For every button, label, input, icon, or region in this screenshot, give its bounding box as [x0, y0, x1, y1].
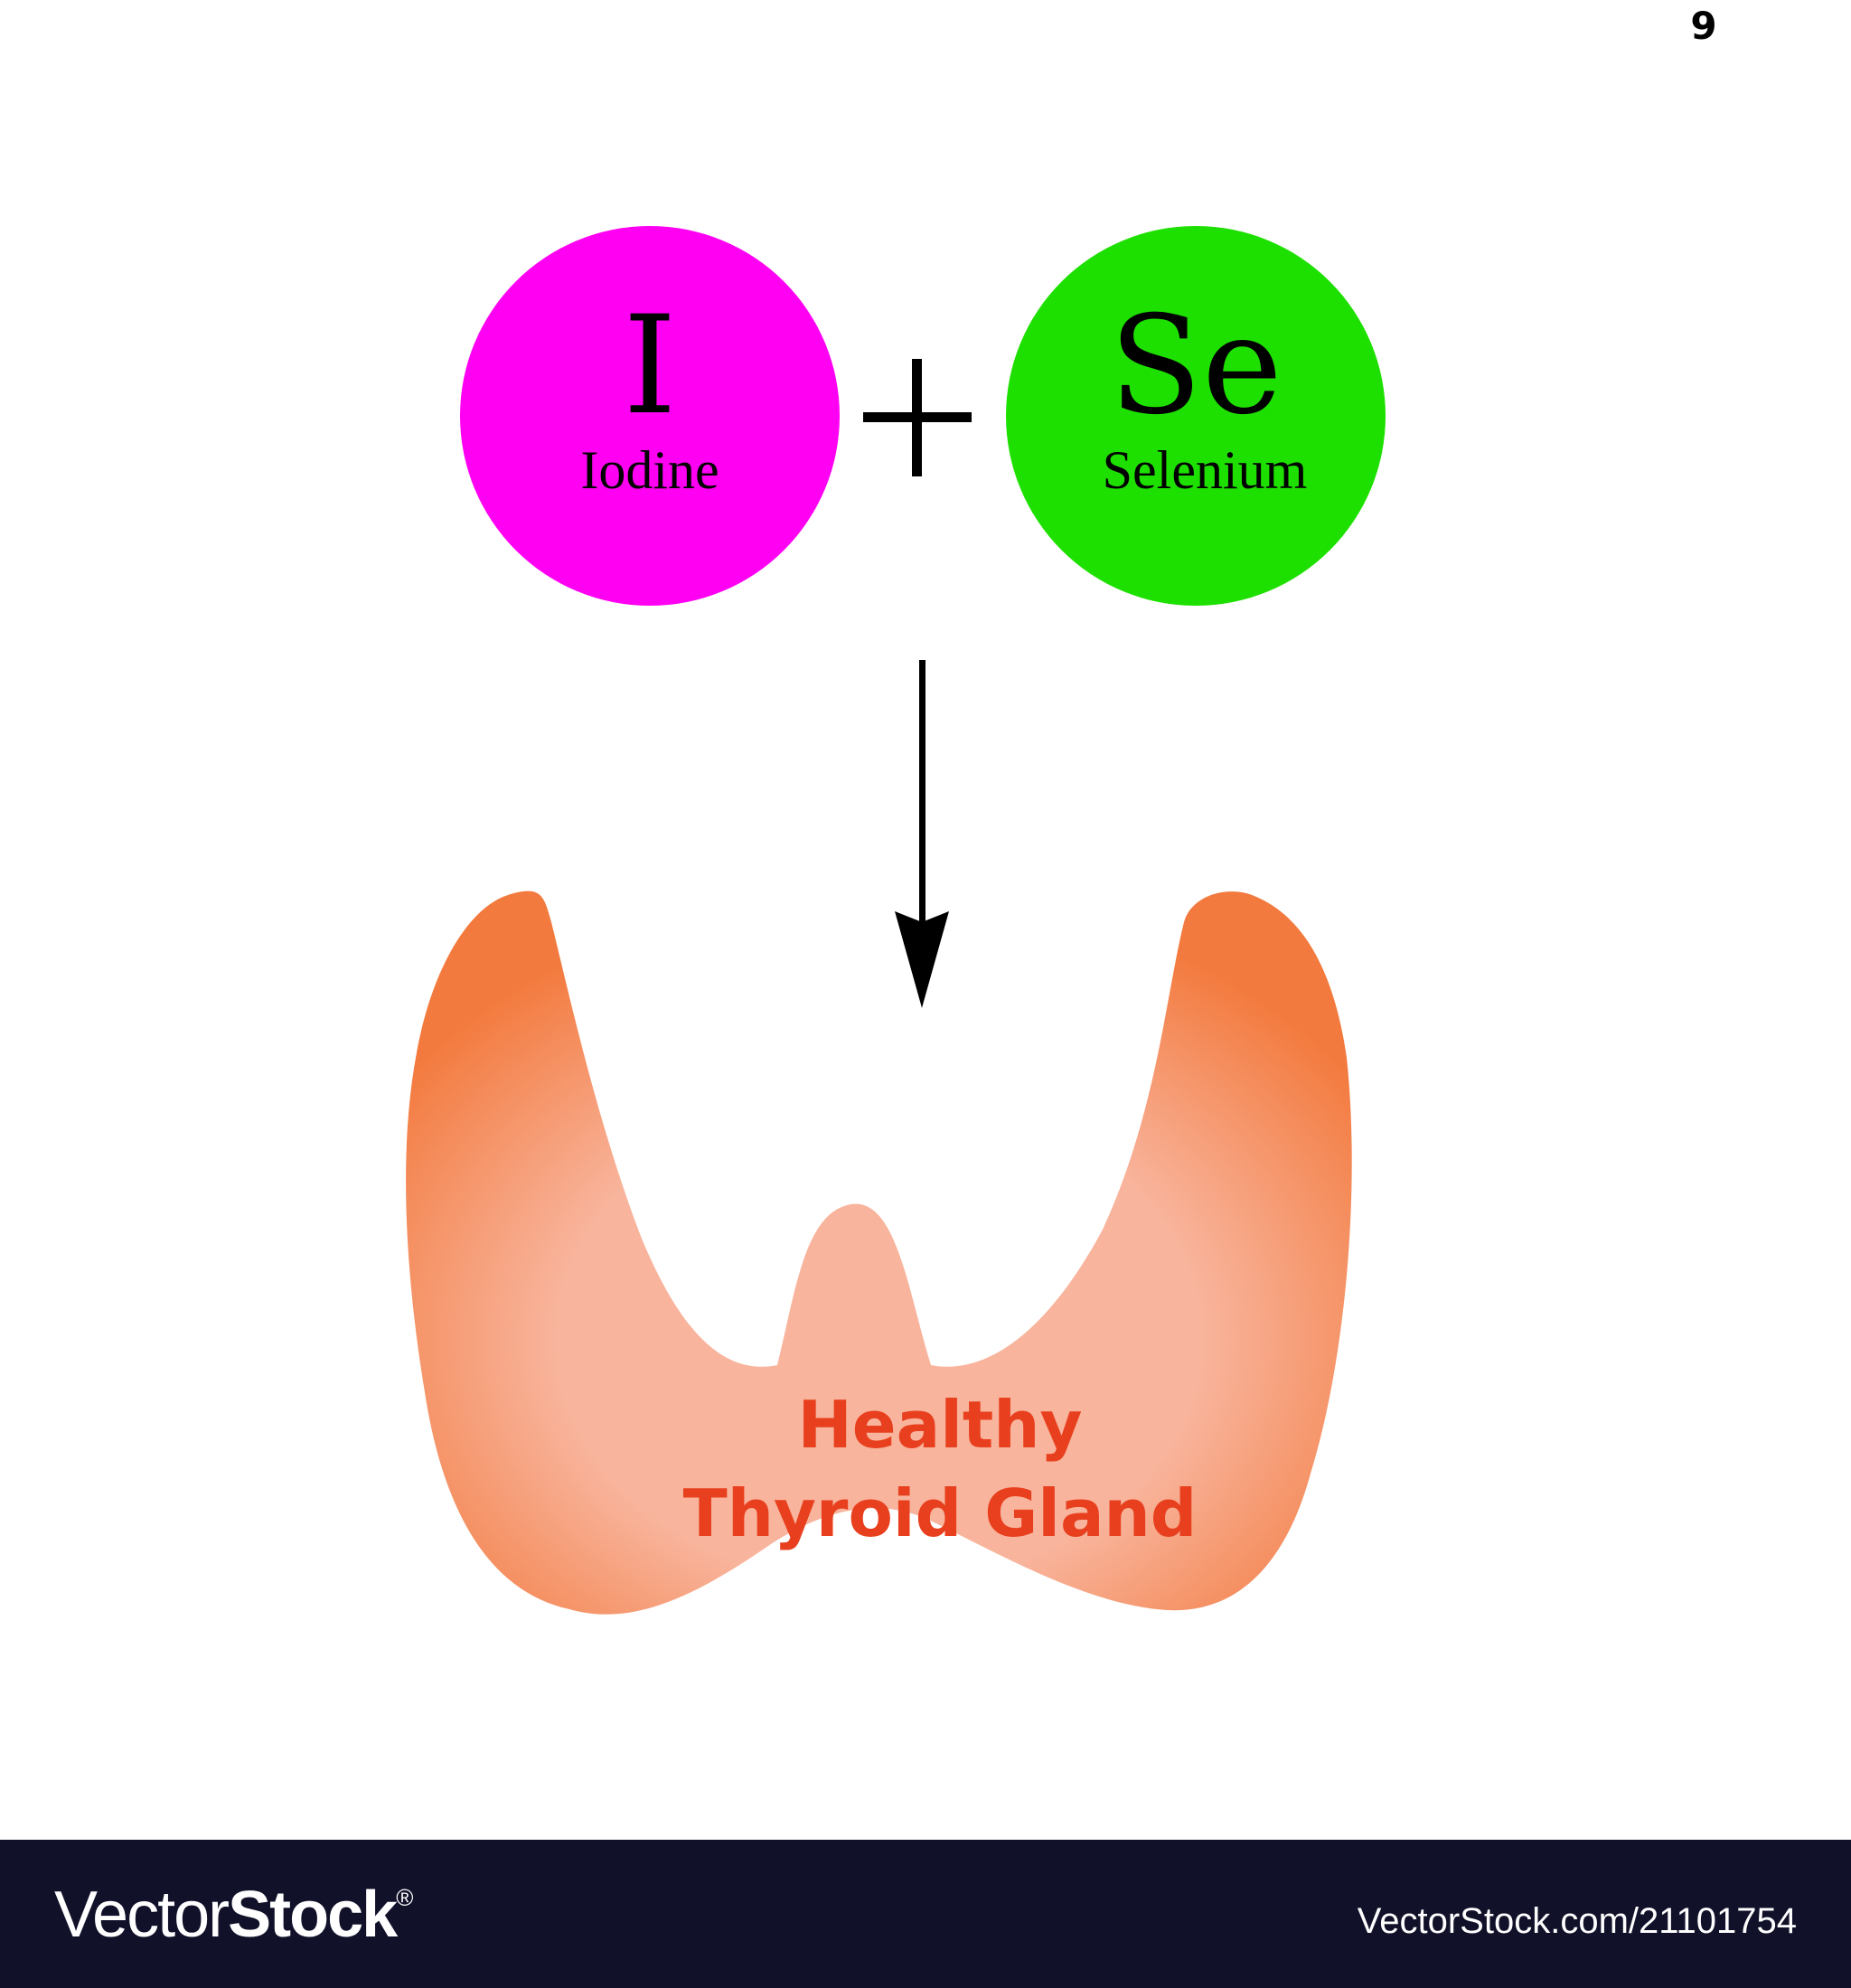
registered-mark: ®: [396, 1884, 414, 1911]
plus-icon: [863, 359, 972, 476]
iodine-name: Iodine: [580, 440, 719, 500]
iodine-circle: I Iodine: [460, 226, 840, 606]
thyroid-gland-illustration: [406, 890, 1352, 1615]
vectorstock-logo: VectorStock®: [54, 1882, 413, 1947]
arrow-down-icon: [895, 660, 949, 1008]
selenium-circle: Se Selenium: [1006, 226, 1386, 606]
image-id-text: VectorStock.com/21101754: [1357, 1901, 1797, 1941]
footer-bar: VectorStock® VectorStock.com/21101754: [0, 1840, 1851, 1988]
selenium-name: Selenium: [1102, 440, 1308, 500]
thyroid-shape: [406, 890, 1352, 1615]
selenium-symbol: Se: [1109, 287, 1283, 445]
logo-bold-text: Stock: [228, 1879, 398, 1951]
thyroid-label-line1: Healthy: [797, 1387, 1083, 1463]
page-number: 9: [1690, 4, 1717, 48]
iodine-symbol: I: [623, 287, 677, 445]
logo-regular-text: Vector: [54, 1879, 230, 1951]
thyroid-label-line2: Thyroid Gland: [682, 1475, 1198, 1551]
